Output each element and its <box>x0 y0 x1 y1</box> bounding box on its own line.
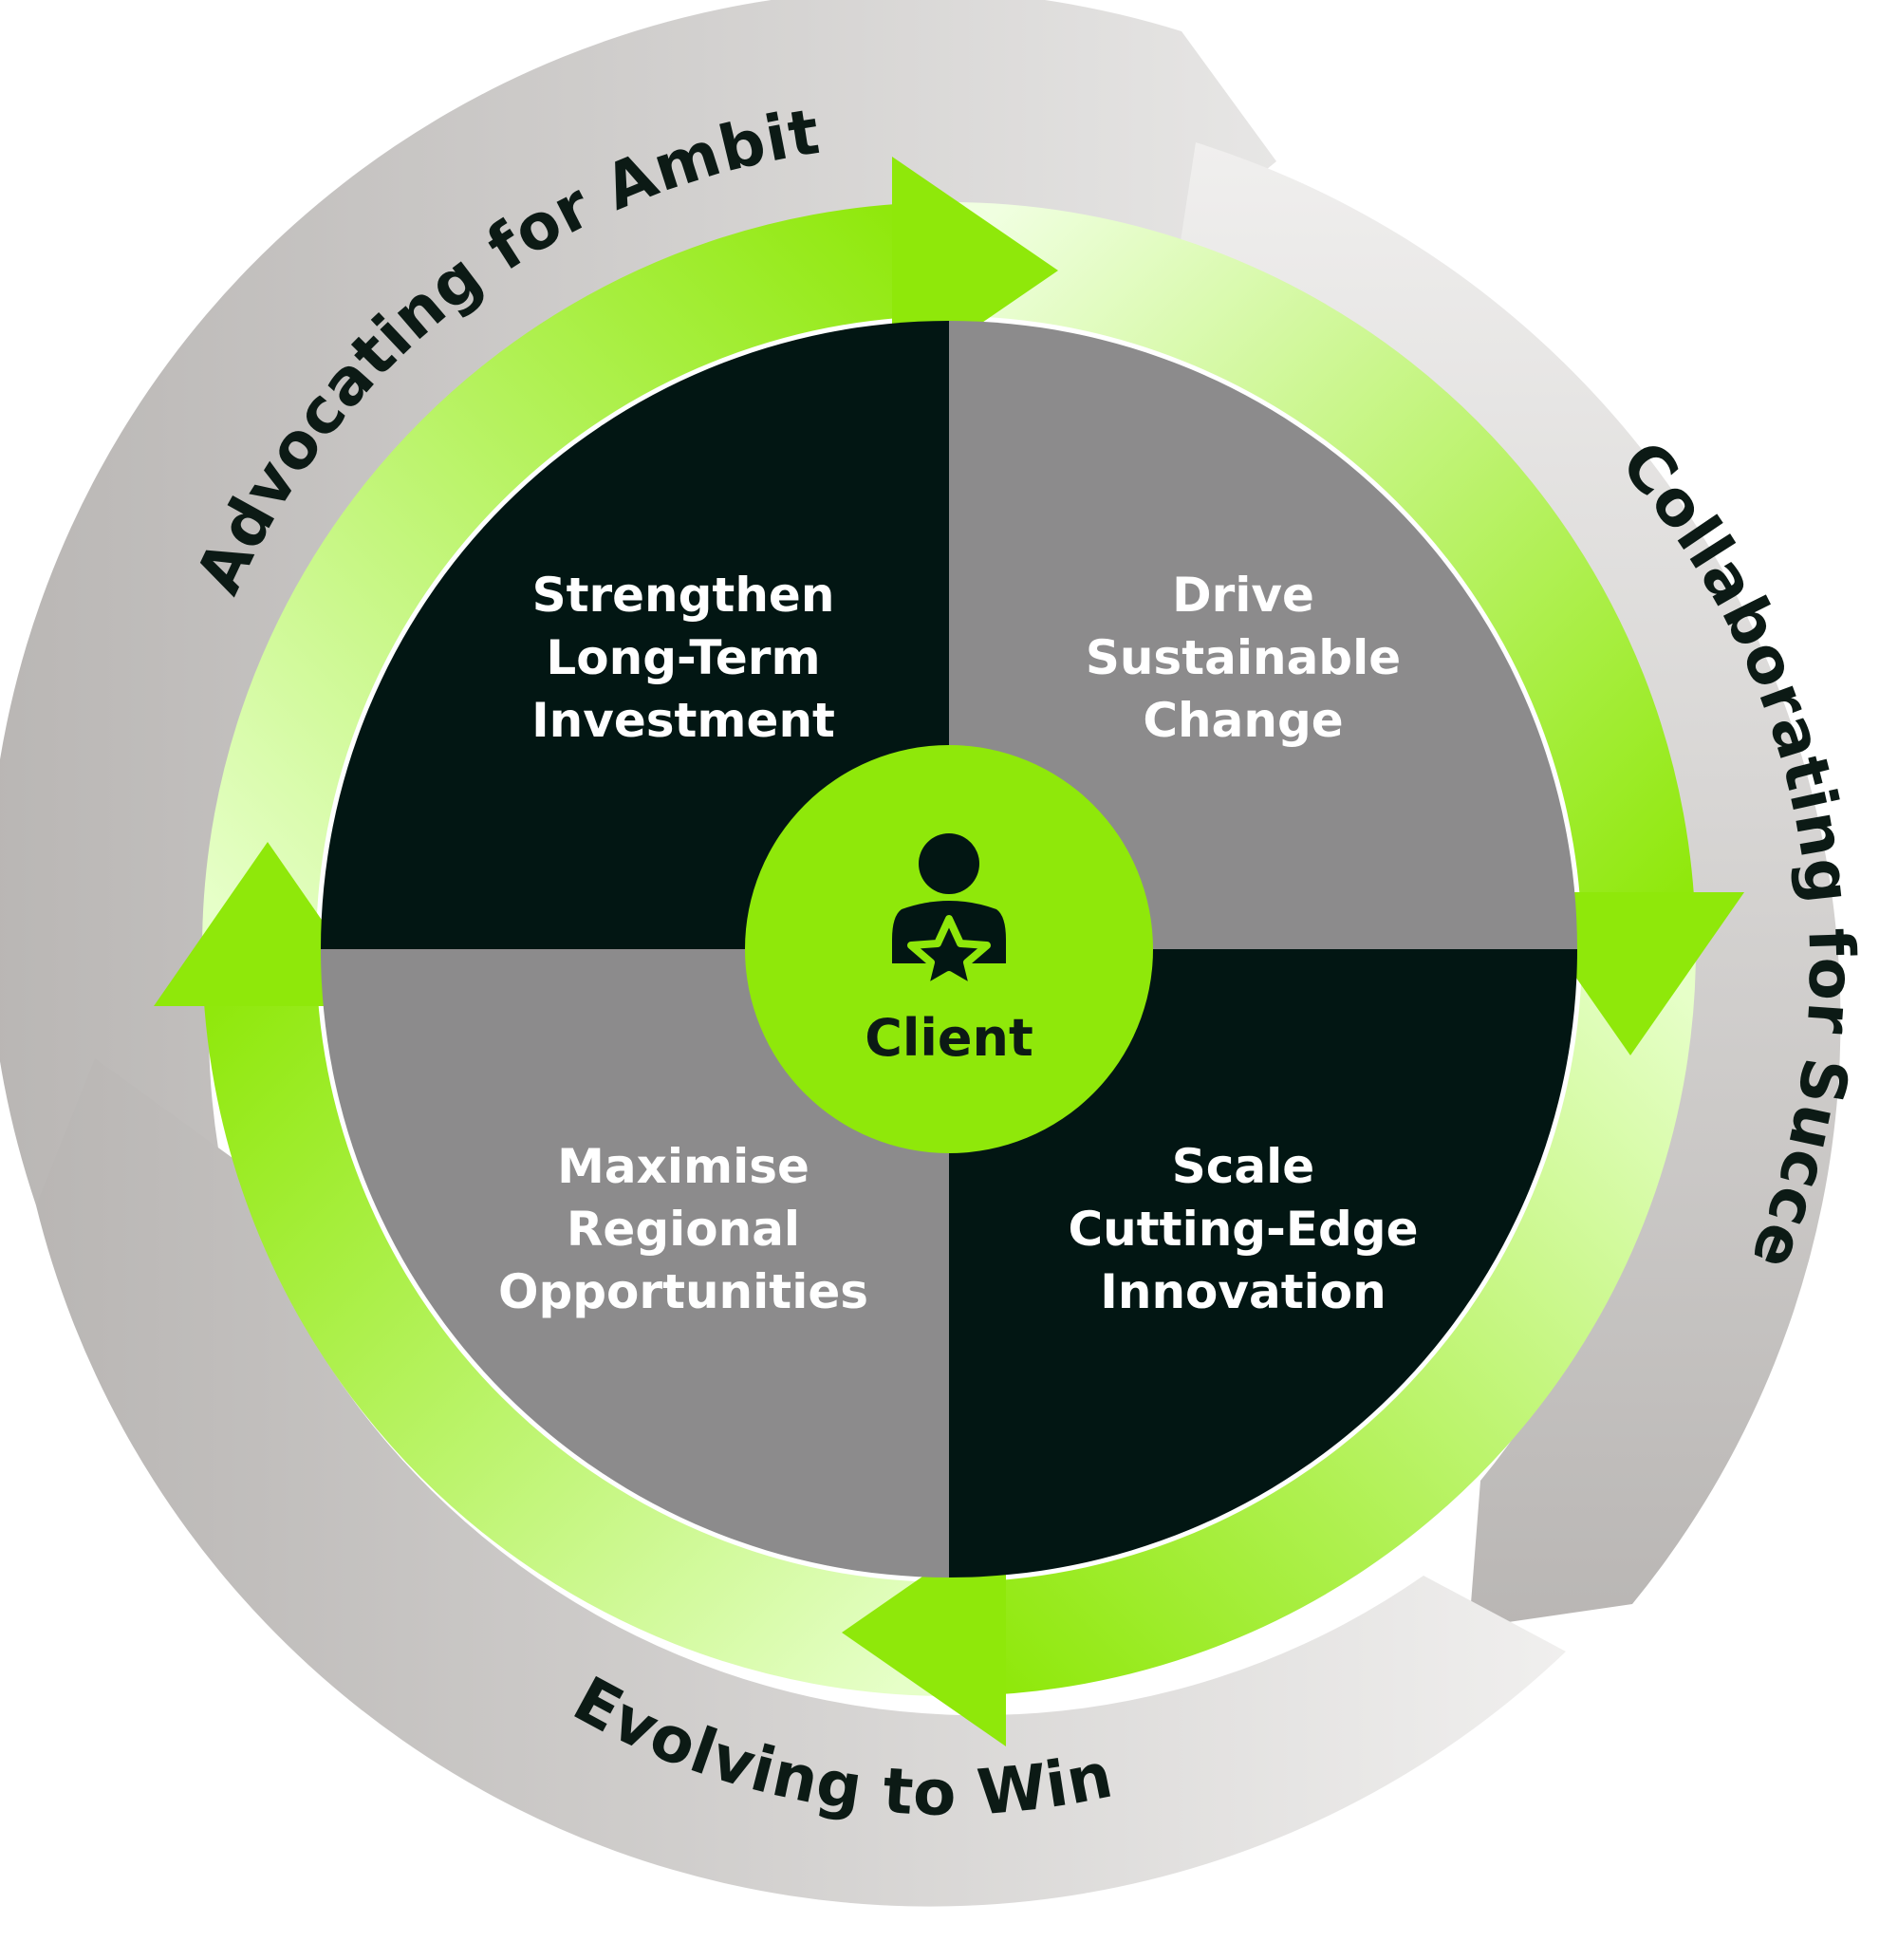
client-center: Client <box>745 745 1153 1153</box>
green-ring-segment-bottom-left <box>202 948 950 1696</box>
green-ring-segment-top-left <box>202 202 950 950</box>
quadrant-text-top-right: Drive Sustainable Change <box>1086 568 1401 748</box>
quadrant-line: Innovation <box>1100 1264 1386 1319</box>
quadrant-bottom-right <box>949 949 1577 1577</box>
quadrant-line: Maximise <box>557 1139 809 1194</box>
grey-band-bottom <box>36 1058 1566 1907</box>
grey-band-top <box>0 0 1276 1205</box>
quadrant-line: Sustainable <box>1086 630 1401 685</box>
quadrant-top-left <box>321 321 949 949</box>
quadrant-line: Investment <box>531 693 835 748</box>
quadrant-disc <box>321 321 1577 1577</box>
quadrant-top-right <box>949 321 1577 949</box>
grey-band-right <box>1177 142 1841 1628</box>
quadrant-line: Scale <box>1172 1139 1314 1194</box>
quadrant-line: Regional <box>567 1202 800 1257</box>
client-label: Client <box>865 1008 1033 1068</box>
client-star-icon <box>892 833 1006 993</box>
green-ring-segment-top-right <box>948 202 1696 950</box>
quadrant-line: Strengthen <box>532 568 835 623</box>
outer-grey-ring <box>0 0 1841 1907</box>
quadrant-text-bottom-right: Scale Cutting-Edge Innovation <box>1068 1139 1418 1319</box>
quadrant-line: Drive <box>1172 568 1314 623</box>
green-cycle-ring <box>202 202 1696 1696</box>
quadrant-bottom-left <box>321 949 949 1577</box>
green-ring-segment-bottom-right <box>948 948 1696 1696</box>
quadrant-text-bottom-left: Maximise Regional Opportunities <box>498 1139 868 1319</box>
quadrant-line: Opportunities <box>498 1264 868 1319</box>
quadrant-line: Cutting-Edge <box>1068 1202 1418 1257</box>
quadrant-line: Change <box>1143 693 1343 748</box>
quadrant-line: Long-Term <box>546 630 820 685</box>
quadrant-text-top-left: Strengthen Long-Term Investment <box>531 568 835 748</box>
